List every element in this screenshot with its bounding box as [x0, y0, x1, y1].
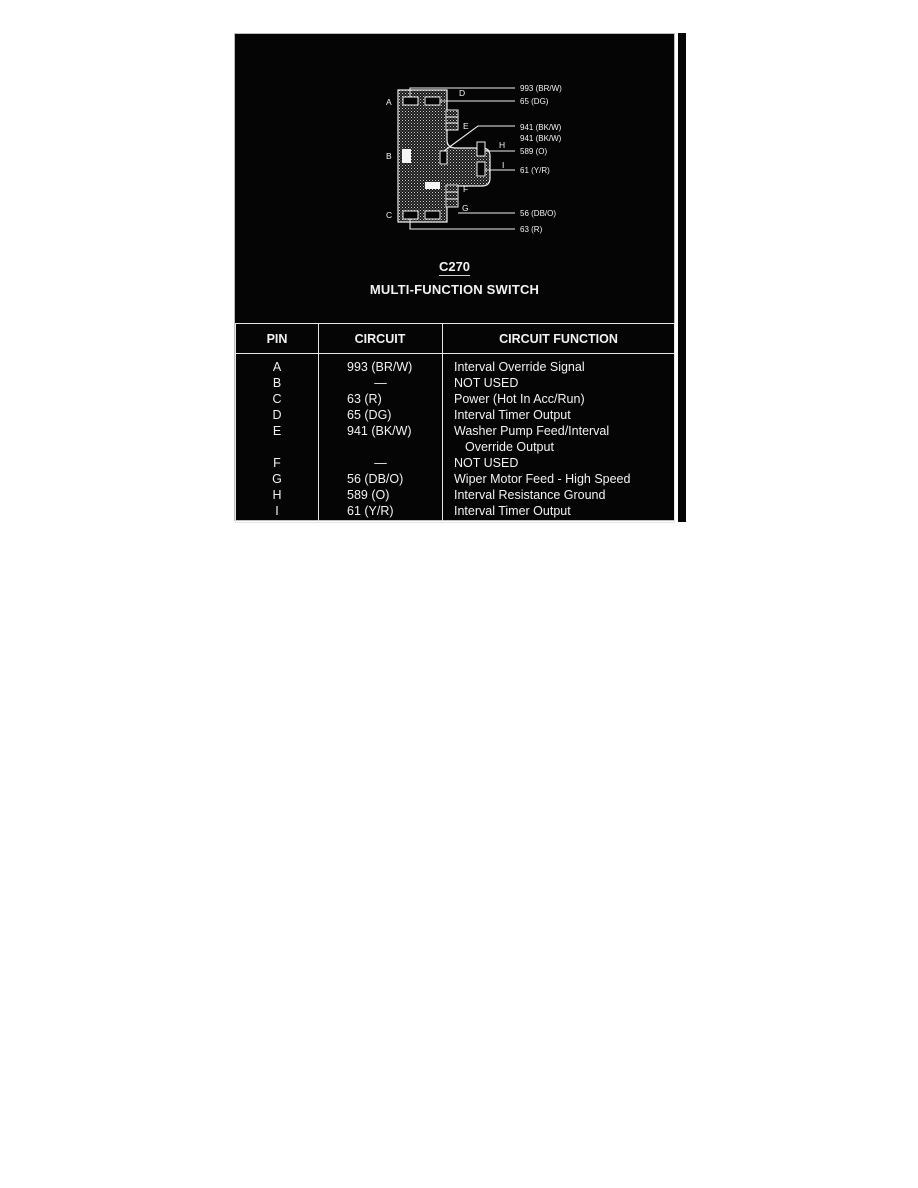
cavity-label-H: H: [499, 140, 505, 150]
table-row: F—NOT USED: [235, 455, 675, 471]
wire-label-e: 941 (BK/W): [520, 123, 562, 132]
wire-label-g: 56 (DB/O): [520, 209, 556, 218]
pin-cell: H: [235, 487, 319, 503]
function-cell: Interval Override Signal: [442, 353, 675, 375]
wire-label-i: 61 (Y/R): [520, 166, 550, 175]
wire-label-a: 993 (BR/W): [520, 84, 562, 93]
cavity-label-D: D: [459, 88, 465, 98]
function-cell: Override Output: [442, 439, 675, 455]
circuit-cell: 56 (DB/O): [318, 471, 443, 487]
circuit-cell: 941 (BK/W): [318, 423, 443, 439]
panel-edge-strip: [678, 33, 686, 522]
wire-label-e2: 941 (BK/W): [520, 134, 562, 143]
cavity-label-C: C: [386, 210, 392, 220]
table-header-row: PIN CIRCUIT CIRCUIT FUNCTION: [235, 323, 675, 354]
cavity-label-E: E: [463, 121, 469, 131]
terminal-cavities: [402, 96, 486, 220]
pin-cell: F: [235, 455, 319, 471]
header-circuit-function: CIRCUIT FUNCTION: [442, 323, 675, 354]
function-cell: Washer Pump Feed/Interval: [442, 423, 675, 439]
cavity-label-G: G: [462, 203, 469, 213]
connector-id: C270: [438, 259, 471, 276]
function-cell: Interval Timer Output: [442, 503, 675, 523]
pin-cell: D: [235, 407, 319, 423]
header-circuit: CIRCUIT: [318, 323, 443, 354]
pin-cell: B: [235, 375, 319, 391]
pin-cell: [235, 439, 319, 455]
cavity-label-F: F: [463, 184, 468, 194]
connector-name: MULTI-FUNCTION SWITCH: [369, 282, 540, 297]
cavity-label-I: I: [502, 160, 504, 170]
function-cell: Interval Timer Output: [442, 407, 675, 423]
function-cell: NOT USED: [442, 455, 675, 471]
pin-cell: C: [235, 391, 319, 407]
circuit-cell: [318, 439, 443, 455]
circuit-cell: 589 (O): [318, 487, 443, 503]
wire-label-h: 589 (O): [520, 147, 547, 156]
connector-diagram: A B C D E F G H I 993 (BR/W) 65 (DG) 941…: [386, 84, 562, 234]
wire-label-c: 63 (R): [520, 225, 543, 234]
cavity-label-B: B: [386, 151, 392, 161]
wire-label-d: 65 (DG): [520, 97, 549, 106]
cavity-label-A: A: [386, 97, 392, 107]
function-cell: Power (Hot In Acc/Run): [442, 391, 675, 407]
circuit-cell: 63 (R): [318, 391, 443, 407]
function-cell: Wiper Motor Feed - High Speed: [442, 471, 675, 487]
table-row: B—NOT USED: [235, 375, 675, 391]
pin-cell: A: [235, 353, 319, 375]
header-pin: PIN: [235, 323, 319, 354]
pin-cell: G: [235, 471, 319, 487]
circuit-cell: 993 (BR/W): [318, 353, 443, 375]
table-row-continuation: Override Output: [235, 439, 675, 455]
circuit-cell: —: [318, 455, 443, 471]
circuit-cell: 61 (Y/R): [318, 503, 443, 523]
pin-cell: I: [235, 503, 319, 523]
circuit-cell: 65 (DG): [318, 407, 443, 423]
circuit-cell: —: [318, 375, 443, 391]
pin-cell: E: [235, 423, 319, 439]
function-cell: NOT USED: [442, 375, 675, 391]
function-cell: Interval Resistance Ground: [442, 487, 675, 503]
